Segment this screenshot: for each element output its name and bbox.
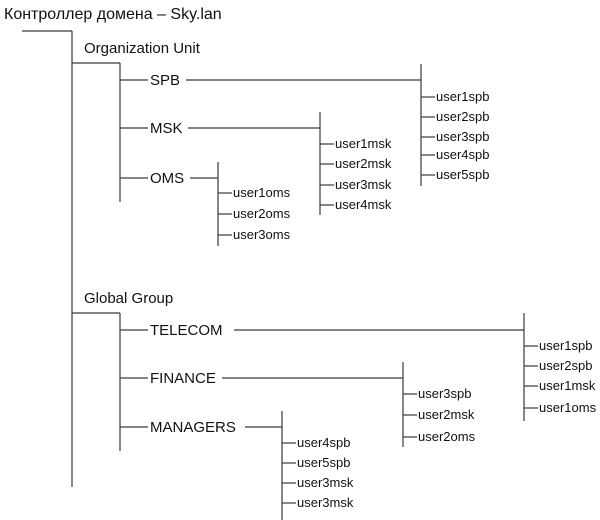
group-label-telecom: TELECOM (150, 322, 223, 339)
section-label-global-group: Global Group (84, 290, 173, 307)
section-label-organization-unit: Organization Unit (84, 40, 201, 57)
group-label-msk: MSK (150, 120, 183, 137)
member-label: user2spb (436, 109, 489, 124)
member-label: user1oms (233, 185, 291, 200)
member-label: user2msk (335, 156, 392, 171)
member-label: user2oms (418, 429, 476, 444)
member-label: user1spb (436, 89, 489, 104)
member-label: user1msk (539, 378, 596, 393)
member-label: user2oms (233, 206, 291, 221)
member-label: user4spb (436, 147, 489, 162)
member-label: user1spb (539, 338, 592, 353)
member-label: user2spb (539, 358, 592, 373)
group-label-finance: FINANCE (150, 370, 216, 387)
member-label: user3oms (233, 227, 291, 242)
member-label: user4msk (335, 197, 392, 212)
member-label: user1oms (539, 400, 597, 415)
member-label: user5spb (436, 167, 489, 182)
member-label: user3msk (335, 177, 392, 192)
member-label: user3spb (418, 386, 471, 401)
diagram-title: Контроллер домена – Sky.lan (4, 6, 222, 23)
member-label: user4spb (297, 435, 350, 450)
member-label: user1msk (335, 136, 392, 151)
member-label: user3msk (297, 475, 354, 490)
group-label-managers: MANAGERS (150, 419, 236, 436)
member-label: user5spb (297, 455, 350, 470)
member-label: user2msk (418, 407, 475, 422)
member-label: user3spb (436, 129, 489, 144)
group-label-oms: OMS (150, 170, 184, 187)
group-label-spb: SPB (150, 72, 180, 89)
member-label: user3msk (297, 495, 354, 510)
